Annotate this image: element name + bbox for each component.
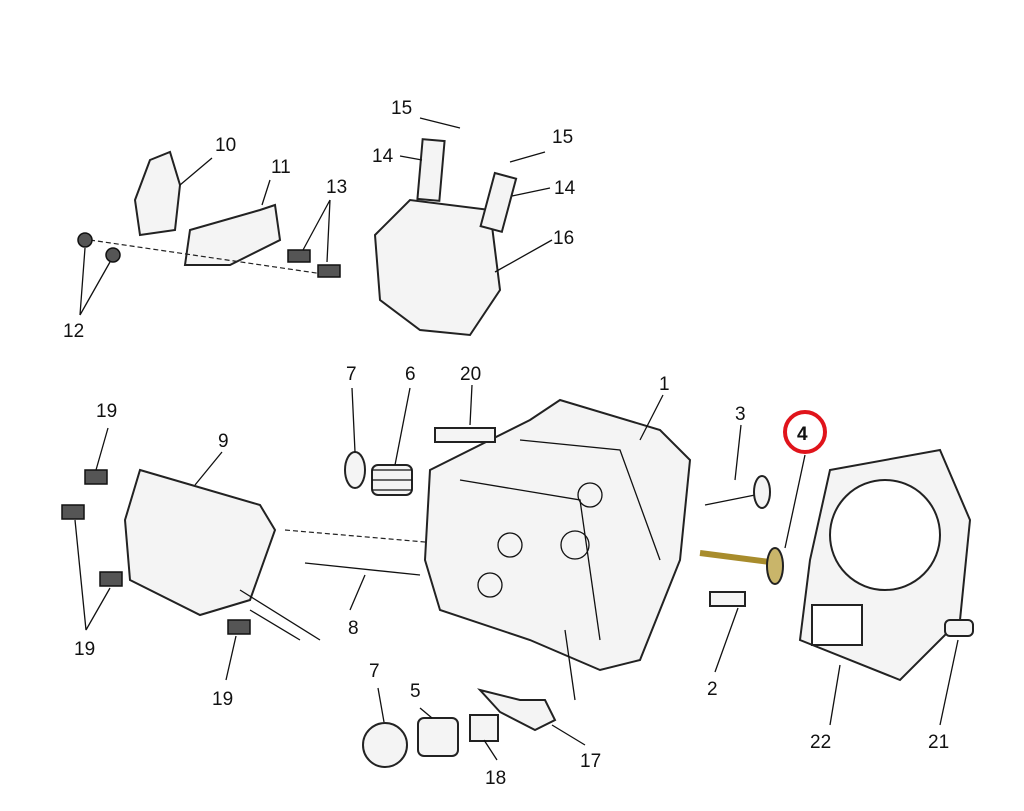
callout-22: 22: [810, 732, 831, 753]
callout-14: 14: [372, 146, 394, 167]
callout-12: 12: [63, 321, 84, 342]
bolt-13b: [317, 264, 341, 278]
callout-4: 4: [797, 424, 808, 445]
nut-12a: [77, 232, 93, 248]
callout-9: 9: [218, 431, 229, 452]
callout-13: 13: [326, 177, 347, 198]
bolt-19d: [227, 619, 251, 635]
callout-14: 14: [554, 178, 576, 199]
cylinder-head-1: [423, 398, 692, 672]
callout-7: 7: [369, 661, 380, 682]
valve-4-head: [766, 547, 784, 585]
highlight-circle: [783, 410, 827, 454]
rocker-support-16: [373, 198, 502, 337]
valve-guide-2: [709, 591, 746, 607]
callout-19: 19: [96, 401, 117, 422]
callout-15: 15: [391, 98, 412, 119]
retainer-7-upper: [344, 451, 366, 489]
rocker-bracket-9: [123, 468, 277, 617]
seal-18: [469, 714, 499, 742]
valve-3: [753, 475, 771, 509]
bolt-20: [434, 427, 496, 443]
callout-10: 10: [215, 135, 236, 156]
callout-20: 20: [460, 364, 481, 385]
callout-19: 19: [74, 639, 95, 660]
bolt-13a: [287, 249, 311, 263]
callout-2: 2: [707, 679, 718, 700]
retainer-7-lower: [362, 722, 408, 768]
callout-16: 16: [553, 228, 574, 249]
callout-3: 3: [735, 404, 746, 425]
callout-6: 6: [405, 364, 416, 385]
callout-11: 11: [271, 157, 291, 178]
callout-8: 8: [348, 618, 359, 639]
callout-7: 7: [346, 364, 357, 385]
callout-19: 19: [212, 689, 233, 710]
bolt-19a: [84, 469, 108, 485]
bolt-19b: [61, 504, 85, 520]
rocker-17: [477, 688, 557, 732]
valve-4-stem: [699, 550, 771, 565]
rocker-arm-10: [133, 150, 182, 237]
callout-5: 5: [410, 681, 421, 702]
callout-18: 18: [485, 768, 506, 789]
callout-21: 21: [928, 732, 949, 753]
spring-5: [417, 717, 459, 757]
nut-12b: [105, 247, 121, 263]
push-rod-14b: [479, 171, 518, 234]
bolt-19c: [99, 571, 123, 587]
callout-1: 1: [659, 374, 670, 395]
callout-15: 15: [552, 127, 573, 148]
rocker-arm-11: [183, 203, 282, 266]
push-rod-14a: [416, 138, 446, 202]
callout-17: 17: [580, 751, 601, 772]
dowel-21: [944, 619, 974, 637]
